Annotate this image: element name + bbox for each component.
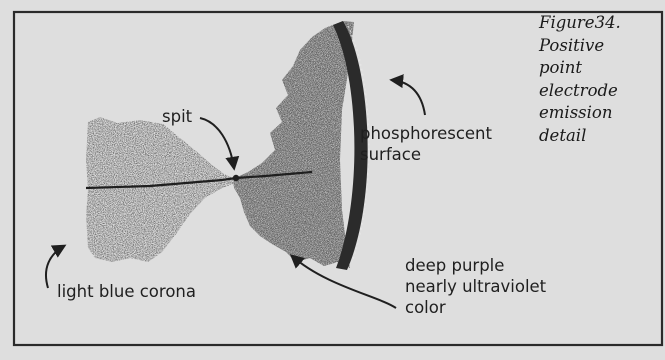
- spit-point: [233, 175, 239, 181]
- purple-glow-region: [233, 21, 354, 268]
- phosphorescent-label-line-2: surface: [360, 144, 492, 165]
- phosphorescent-label-line-1: phosphorescent: [360, 123, 492, 144]
- caption-line-3: point: [539, 57, 621, 80]
- caption-line-2: Positive: [539, 35, 621, 58]
- purple-label-line-3: color: [405, 297, 546, 318]
- corona-cone: [86, 117, 233, 262]
- caption-line-1: Figure34.: [539, 12, 621, 35]
- caption-line-4: electrode: [539, 80, 621, 103]
- phosphorescent-label: phosphorescent surface: [360, 123, 492, 165]
- phosphorescent-arrow: [392, 80, 425, 115]
- figure-caption: Figure34. Positive point electrode emiss…: [539, 12, 621, 147]
- purple-label: deep purple nearly ultraviolet color: [405, 255, 546, 318]
- spit-label: spit: [162, 106, 192, 127]
- caption-line-6: detail: [539, 125, 621, 148]
- caption-line-5: emission: [539, 102, 621, 125]
- purple-label-line-1: deep purple: [405, 255, 546, 276]
- purple-label-line-2: nearly ultraviolet: [405, 276, 546, 297]
- corona-label: light blue corona: [57, 281, 196, 302]
